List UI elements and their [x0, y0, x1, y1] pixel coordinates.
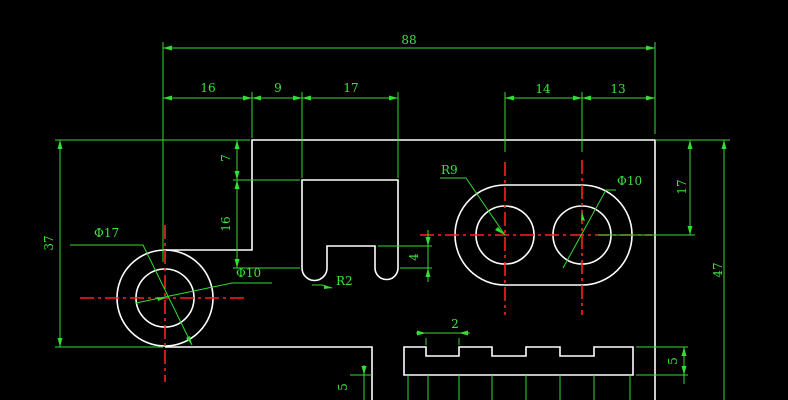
- dim-seg-13: 13: [610, 82, 625, 96]
- dim-height-47: 47: [711, 262, 725, 277]
- dim-height-4: 4: [407, 253, 421, 261]
- callout-labels: R9 R2 Φ17 Φ10 Φ10: [94, 163, 642, 288]
- outer-profile: [165, 139, 656, 400]
- dim-height-16: 16: [219, 216, 233, 231]
- dim-seg-16: 16: [200, 81, 215, 95]
- callout-r9: R9: [441, 163, 458, 177]
- dim-height-37: 37: [42, 235, 56, 250]
- dim-height-5-right: 5: [666, 357, 680, 365]
- dim-notch-2: 2: [451, 317, 459, 331]
- callout-dia-10-right: Φ10: [617, 174, 642, 188]
- notched-rail: [403, 346, 634, 376]
- dim-height-5-bottom: 5: [336, 383, 350, 391]
- dimension-geometry: [55, 42, 730, 400]
- dimension-arrows: [57, 45, 727, 375]
- callout-dia-17: Φ17: [94, 226, 119, 240]
- part-outline: [116, 139, 656, 400]
- dim-seg-14: 14: [535, 82, 551, 96]
- dim-height-7: 7: [219, 154, 233, 162]
- dim-height-17-right: 17: [675, 179, 689, 194]
- dim-seg-17-top: 17: [343, 81, 358, 95]
- rect-slot: [301, 179, 399, 268]
- callout-r2: R2: [336, 274, 353, 288]
- dim-seg-9: 9: [274, 81, 282, 95]
- slot-fillet-right: [374, 267, 399, 281]
- callout-dia-10-left: Φ10: [236, 266, 261, 280]
- slot-fillet-left: [301, 267, 328, 282]
- dimension-labels: 88 16 9 17 14 13 37 47 7 16 4 17 5 5 2: [42, 33, 725, 391]
- dim-overall-width: 88: [401, 33, 416, 47]
- center-lines: [80, 160, 652, 382]
